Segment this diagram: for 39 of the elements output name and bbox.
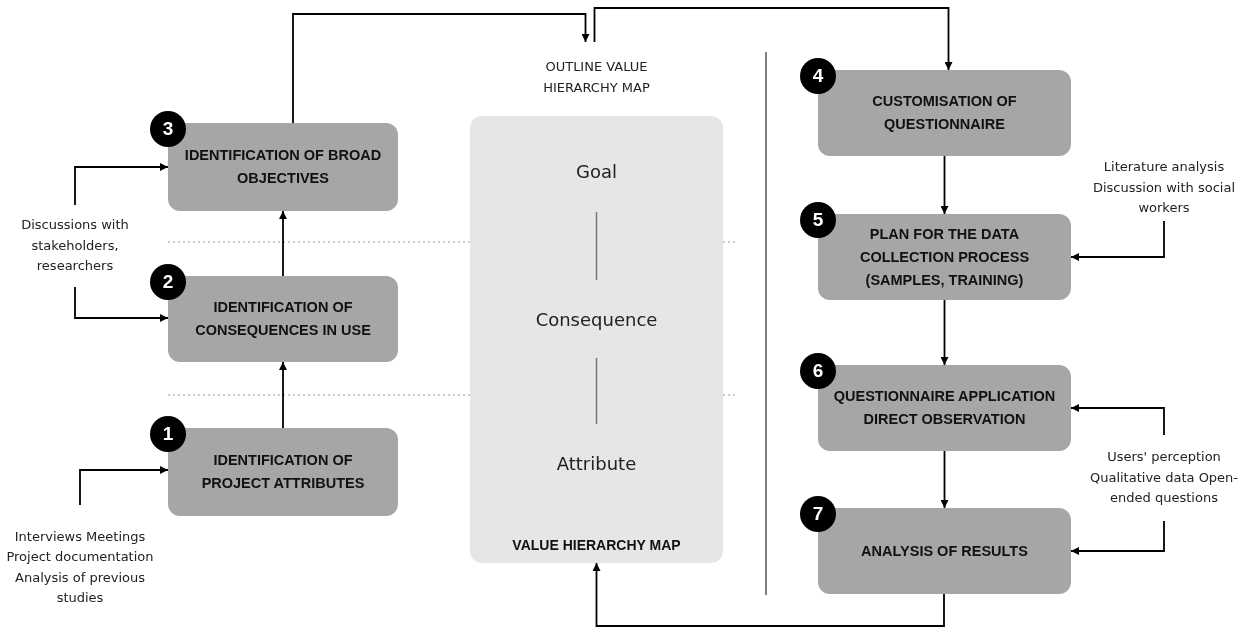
- step-number: 2: [150, 264, 186, 300]
- step-title: PLAN FOR THE DATA COLLECTION PROCESS (SAMPLES, TRAINING): [858, 224, 1031, 290]
- arrow: [940, 299, 949, 366]
- step-title: CUSTOMISATION OF QUESTIONNAIRE: [871, 92, 1018, 134]
- hierarchy-level: Attribute: [506, 424, 687, 478]
- input-note: Discussions with stakeholders, researchers: [15, 205, 135, 287]
- step-title: IDENTIFICATION OF PROJECT ATTRIBUTES: [200, 451, 366, 493]
- panel-heading: OUTLINE VALUE HIERARCHY MAP: [542, 58, 651, 97]
- connector-line: [595, 211, 598, 281]
- hierarchy-level: Consequence: [506, 280, 687, 358]
- arrow: [1070, 220, 1165, 261]
- step-title: IDENTIFICATION OF BROAD OBJECTIVES: [183, 146, 383, 188]
- panel-title: VALUE HIERARCHY MAP: [511, 537, 682, 553]
- step-title: ANALYSIS OF RESULTS: [861, 541, 1028, 561]
- input-note: Users' perception Qualitative data Open-ended questions: [1082, 435, 1246, 521]
- arrow: [74, 163, 169, 206]
- step-title: QUESTIONNAIRE APPLICATION DIRECT OBSERVATION: [832, 387, 1057, 429]
- step-number: 1: [150, 416, 186, 452]
- step-number: 4: [800, 58, 836, 94]
- arrow: [1070, 520, 1165, 555]
- step-number: 3: [150, 111, 186, 147]
- arrow: [592, 562, 945, 627]
- arrow: [593, 7, 953, 71]
- step-number: 6: [800, 353, 836, 389]
- arrow: [74, 286, 169, 322]
- step-number: 7: [800, 496, 836, 532]
- input-note: Interviews Meetings Project documentation Analysis of previous studies: [0, 505, 160, 630]
- arrow: [292, 13, 590, 124]
- hierarchy-level: Goal: [506, 156, 687, 212]
- arrow: [79, 466, 169, 506]
- arrow: [940, 450, 949, 509]
- arrow: [279, 210, 287, 277]
- input-note: Literature analysis Discussion with social workers: [1082, 155, 1246, 221]
- step-number: 5: [800, 202, 836, 238]
- arrow: [1070, 404, 1165, 436]
- step-title: IDENTIFICATION OF CONSEQUENCES IN USE: [194, 298, 372, 340]
- connector-line: [595, 357, 598, 425]
- arrow: [940, 155, 949, 215]
- arrow: [279, 361, 287, 429]
